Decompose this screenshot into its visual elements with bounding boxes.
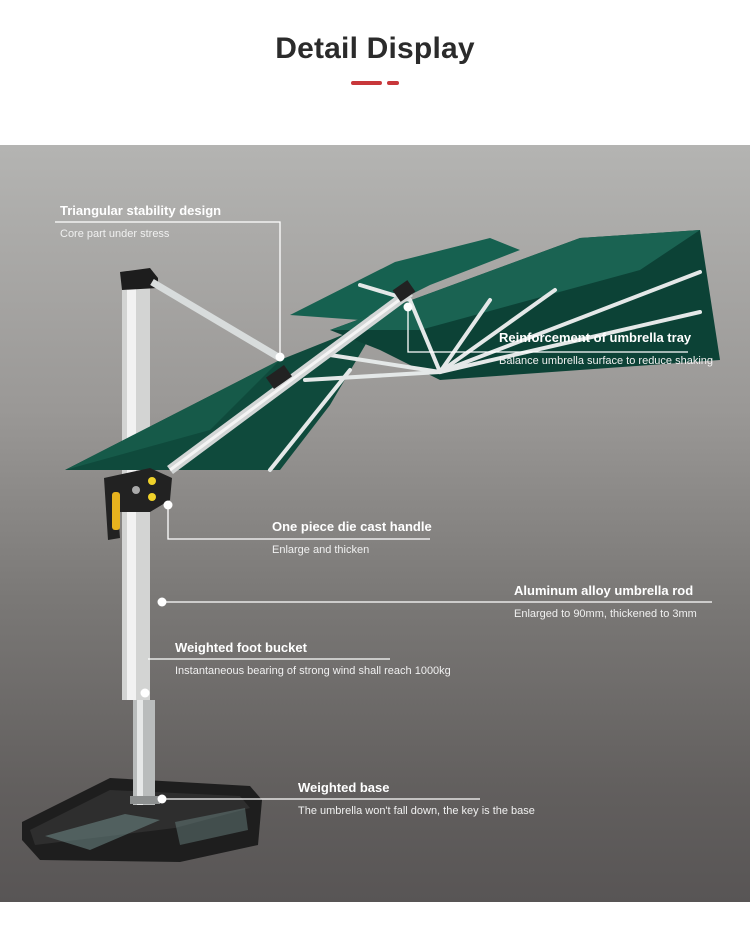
callout-subtitle: Enlarged to 90mm, thickened to 3mm	[514, 608, 697, 620]
callout-subtitle: The umbrella won't fall down, the key is…	[298, 805, 535, 817]
callout-title: Aluminum alloy umbrella rod	[514, 583, 694, 598]
callout-title: One piece die cast handle	[272, 519, 432, 534]
callout-title: Weighted foot bucket	[175, 640, 307, 655]
title-accent-short	[387, 81, 399, 85]
callout-aluminum-rod: Aluminum alloy umbrella rod Enlarged to …	[514, 583, 697, 620]
callout-title: Weighted base	[298, 780, 390, 795]
callout-subtitle: Core part under stress	[60, 228, 170, 240]
callout-title: Triangular stability design	[60, 203, 222, 218]
callout-die-cast-handle: One piece die cast handle Enlarge and th…	[272, 519, 432, 556]
footer-spacer	[0, 902, 750, 944]
callout-umbrella-tray: Reinforcement of umbrella tray Balance u…	[499, 330, 713, 367]
callout-triangular-stability: Triangular stability design Core part un…	[60, 203, 221, 240]
callout-subtitle: Balance umbrella surface to reduce shaki…	[499, 355, 714, 367]
callout-title: Reinforcement of umbrella tray	[499, 330, 692, 345]
page-title: Detail Display	[275, 32, 475, 65]
callout-weighted-base: Weighted base The umbrella won't fall do…	[298, 780, 535, 817]
callout-subtitle: Instantaneous bearing of strong wind sha…	[175, 665, 451, 677]
title-accent-long	[351, 81, 382, 85]
umbrella-illustration	[22, 221, 720, 862]
product-detail-image: Triangular stability design Core part un…	[0, 145, 750, 902]
header: Detail Display	[0, 0, 750, 145]
callout-subtitle: Enlarge and thicken	[272, 544, 370, 556]
callout-foot-bucket: Weighted foot bucket Instantaneous beari…	[175, 640, 451, 677]
